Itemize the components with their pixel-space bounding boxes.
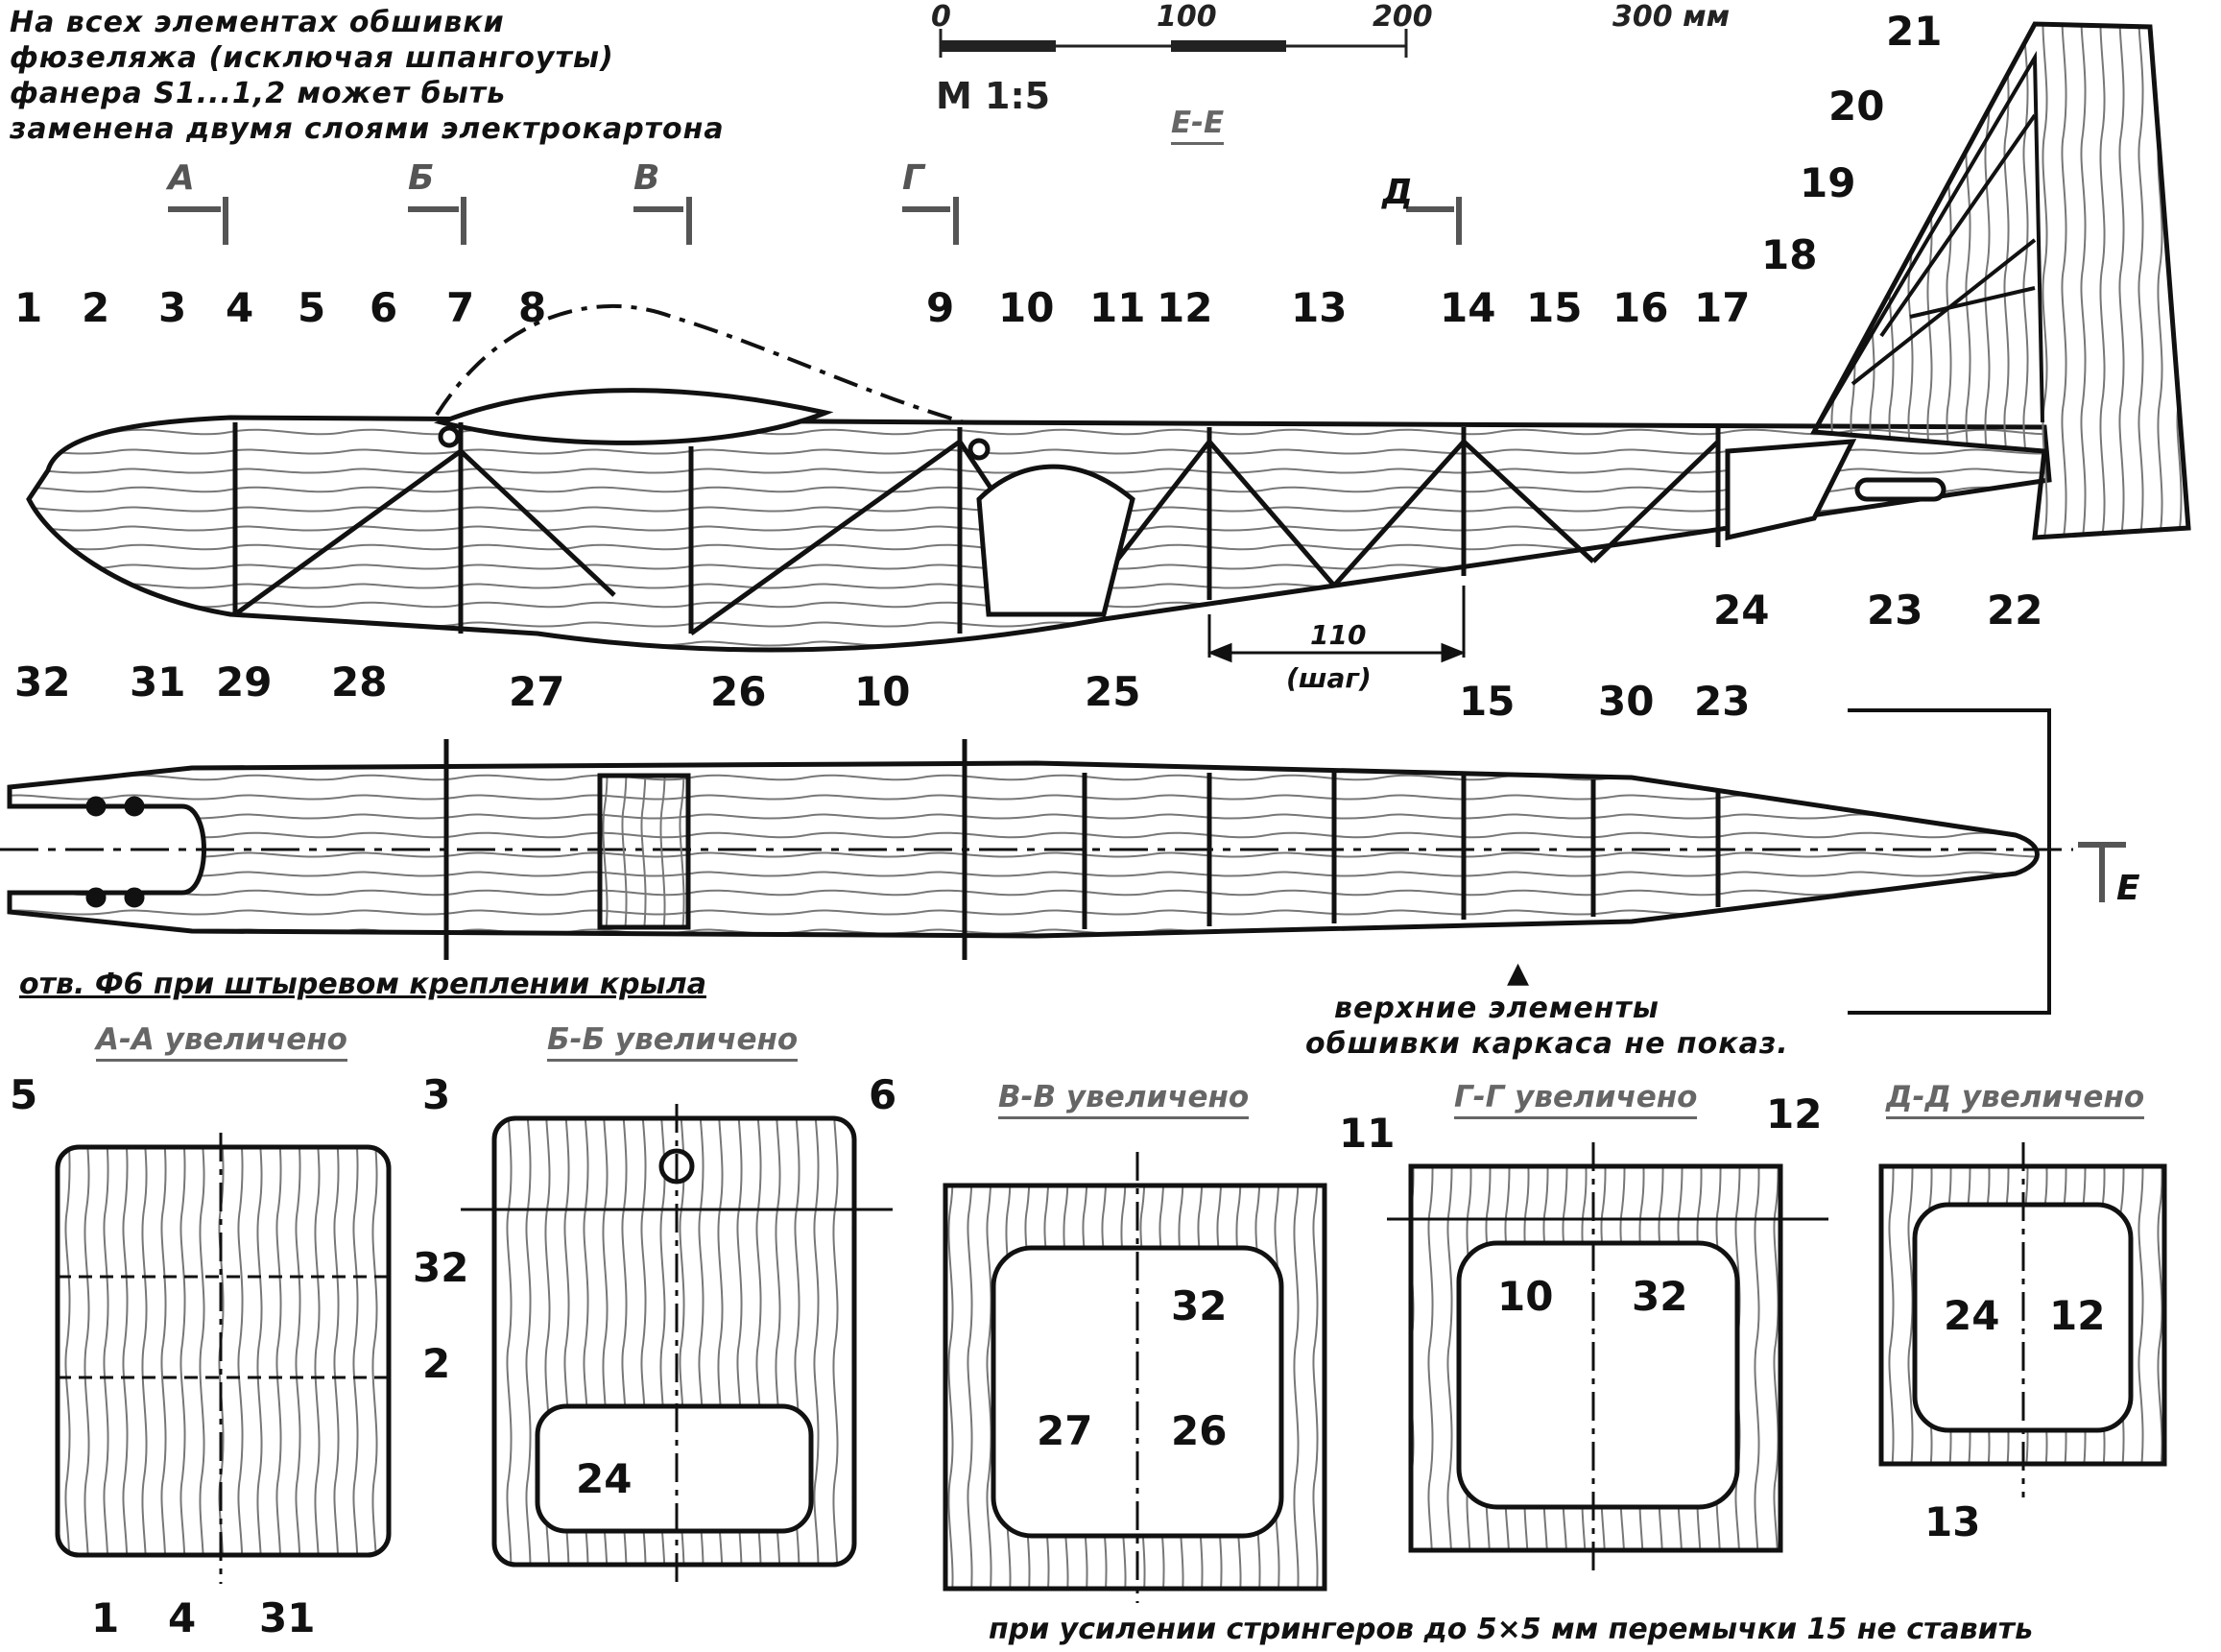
section-arrows — [168, 197, 2126, 902]
callout-29: 29 — [216, 658, 273, 706]
callout-20: 20 — [1828, 83, 1885, 130]
scale-bar — [939, 29, 1408, 58]
upper-note-line: обшивки каркаса не показ. — [1305, 1027, 1789, 1061]
callout-1: 1 — [14, 284, 43, 331]
section-title-aa: А-А увеличено — [96, 1022, 347, 1062]
aa-callout-5: 5 — [10, 1071, 38, 1118]
callout-7: 7 — [446, 284, 475, 331]
plan-callout-15: 15 — [1459, 678, 1516, 725]
section-aa — [55, 1133, 392, 1584]
callout-28: 28 — [331, 658, 388, 706]
skin-note-line: фанера S1...1,2 может быть — [10, 77, 507, 110]
dd-callout-13: 13 — [1924, 1498, 1981, 1545]
section-title-vv: В-В увеличено — [998, 1080, 1250, 1119]
section-title-bb: Б-Б увеличено — [547, 1022, 799, 1062]
callout-17: 17 — [1694, 284, 1751, 331]
section-dd — [1878, 1142, 2167, 1497]
aa-callout-2: 2 — [422, 1340, 451, 1387]
pin-hole-note: отв. Ф6 при штыревом креплении крыла — [19, 968, 706, 1001]
dd-callout-24: 24 — [1944, 1292, 2000, 1339]
aa-callout-32: 32 — [413, 1244, 469, 1291]
aa-callout-31: 31 — [259, 1594, 316, 1641]
section-mark-e: Е — [2116, 869, 2140, 908]
aa-callout-3: 3 — [422, 1071, 451, 1118]
section-vv — [943, 1152, 1327, 1603]
section-gg — [1387, 1142, 1828, 1574]
upper-note-line: верхние элементы — [1334, 992, 1660, 1025]
section-title-dd: Д-Д увеличено — [1886, 1080, 2145, 1119]
gg-callout-12: 12 — [1766, 1090, 1823, 1137]
section-title-gg: Г-Г увеличено — [1454, 1080, 1698, 1119]
section-mark-v: В — [633, 158, 660, 198]
callout-22: 22 — [1987, 587, 2043, 634]
skin-material-note: На всех элементах обшивки фюзеляжа (искл… — [10, 5, 725, 147]
aa-callout-4: 4 — [168, 1594, 197, 1641]
callout-23: 23 — [1867, 587, 1923, 634]
callout-15: 15 — [1526, 284, 1583, 331]
dd-callout-12: 12 — [2049, 1292, 2106, 1339]
callout-3: 3 — [158, 284, 187, 331]
callout-5: 5 — [298, 284, 326, 331]
plan-callout-10: 10 — [854, 668, 911, 715]
section-mark-g: Г — [902, 158, 924, 198]
callout-2: 2 — [82, 284, 110, 331]
skin-note-line: заменена двумя слоями электрокартона — [10, 112, 725, 146]
scale-tick-0: 0 — [931, 0, 951, 34]
callout-21: 21 — [1886, 8, 1943, 55]
callout-12: 12 — [1157, 284, 1213, 331]
scale-tick-200: 200 — [1373, 0, 1433, 34]
callout-8: 8 — [518, 284, 547, 331]
callout-19: 19 — [1800, 159, 1856, 206]
plan-view — [0, 708, 2073, 1015]
view-label-ee: Е-Е — [1171, 106, 1225, 145]
section-mark-a: А — [168, 158, 195, 198]
bb-callout-24: 24 — [576, 1455, 633, 1502]
aa-callout-1: 1 — [91, 1594, 120, 1641]
gg-callout-10: 10 — [1497, 1273, 1554, 1320]
callout-26: 26 — [710, 668, 767, 715]
gg-callout-11: 11 — [1339, 1110, 1396, 1157]
callout-14: 14 — [1440, 284, 1496, 331]
gg-callout-32: 32 — [1632, 1273, 1688, 1320]
section-bb — [461, 1104, 893, 1589]
pitch-note: (шаг) — [1286, 662, 1372, 694]
upper-note-marker: ▲ — [1507, 956, 1531, 990]
skin-note-line: фюзеляжа (исключая шпангоуты) — [10, 41, 614, 75]
callout-6: 6 — [370, 284, 398, 331]
upper-skin-note: ▲ верхние элементы обшивки каркаса не по… — [1305, 955, 1789, 1062]
callout-32: 32 — [14, 658, 71, 706]
callout-31: 31 — [130, 658, 186, 706]
vv-callout-27: 27 — [1037, 1407, 1093, 1454]
skin-note-line: На всех элементах обшивки — [10, 6, 505, 39]
plan-callout-30: 30 — [1598, 678, 1655, 725]
callout-10: 10 — [998, 284, 1055, 331]
callout-24: 24 — [1713, 587, 1770, 634]
callout-13: 13 — [1291, 284, 1348, 331]
plan-callout-23: 23 — [1694, 678, 1751, 725]
callout-18: 18 — [1761, 231, 1818, 278]
callout-11: 11 — [1089, 284, 1146, 331]
callout-9: 9 — [926, 284, 955, 331]
section-mark-b: Б — [408, 158, 435, 198]
callout-27: 27 — [509, 668, 565, 715]
vv-callout-32: 32 — [1171, 1282, 1228, 1329]
side-view — [26, 21, 2191, 663]
section-mark-d: Д — [1382, 173, 1414, 212]
pitch-value: 110 — [1310, 619, 1367, 651]
bb-callout-6: 6 — [869, 1071, 897, 1118]
callout-25: 25 — [1085, 668, 1141, 715]
callout-16: 16 — [1612, 284, 1669, 331]
scale-ratio: М 1:5 — [936, 75, 1051, 117]
vv-callout-26: 26 — [1171, 1407, 1228, 1454]
scale-tick-300: 300 мм — [1612, 0, 1731, 34]
callout-4: 4 — [226, 284, 254, 331]
stringer-note: при усилении стрингеров до 5×5 мм перемы… — [989, 1613, 2034, 1646]
scale-tick-100: 100 — [1157, 0, 1217, 34]
